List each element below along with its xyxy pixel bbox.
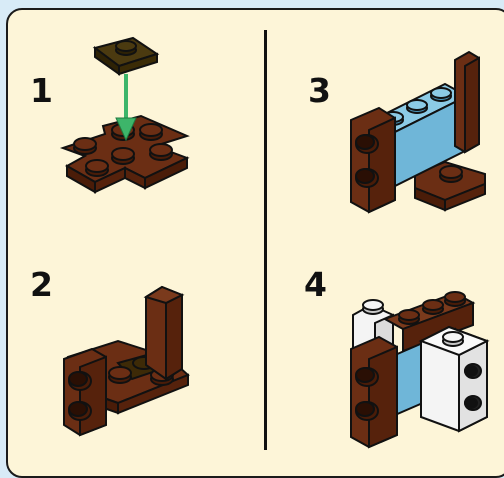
brown-bracket-left (351, 108, 395, 212)
brown-wall-right (455, 52, 479, 152)
step-number-4: 4 (304, 268, 327, 301)
step-number-3: 3 (308, 74, 331, 107)
dark-plate-piece (95, 38, 157, 74)
step-2-illustration (58, 285, 208, 455)
brown-bracket-left (351, 337, 397, 447)
column-divider (264, 30, 267, 450)
brown-wall-right (146, 287, 182, 379)
white-brick-right (421, 327, 487, 431)
step-3-illustration (345, 50, 495, 220)
step-4-illustration (345, 285, 495, 455)
brown-bracket-left (64, 349, 106, 435)
step-1-illustration (55, 30, 205, 210)
step-number-2: 2 (30, 268, 53, 301)
step-number-1: 1 (30, 74, 53, 107)
